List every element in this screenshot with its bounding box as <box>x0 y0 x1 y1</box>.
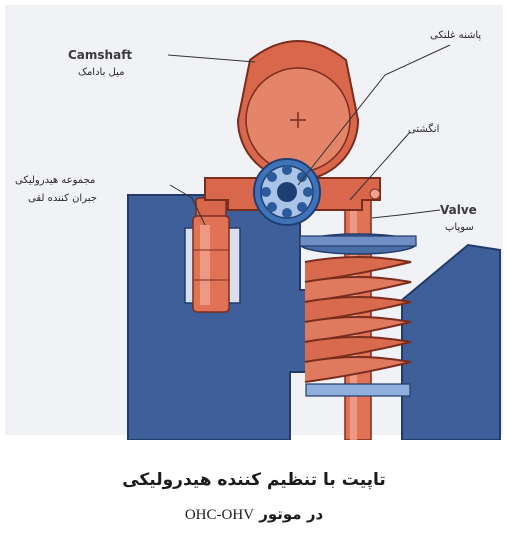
caption-subtitle: در موتور OHC-OHV <box>0 505 508 524</box>
spring-seat <box>306 384 410 396</box>
tappet-diagram <box>0 0 508 440</box>
caption-engine-type: OHC-OHV <box>185 507 254 523</box>
valve-label-en: Valve <box>440 203 477 217</box>
caption-engine-prefix: در موتور <box>259 505 323 523</box>
camshaft-label-fa: میل بادامک <box>78 67 125 78</box>
hydraulic-adjuster <box>193 198 229 312</box>
roller-label: پاشنه غلتکی <box>430 30 481 41</box>
caption-title: تاپیت با تنظیم کننده هیدرولیکی <box>0 470 508 490</box>
hydraulic-label-line1: مجموعه هیدرولیکی <box>15 175 95 186</box>
hydraulic-label-line2: جبران کننده لقی <box>28 193 97 204</box>
valve-label-fa: سوپاپ <box>445 222 474 233</box>
rocker-label: انگشتی <box>408 124 439 135</box>
camshaft-label-en: Camshaft <box>68 48 132 62</box>
